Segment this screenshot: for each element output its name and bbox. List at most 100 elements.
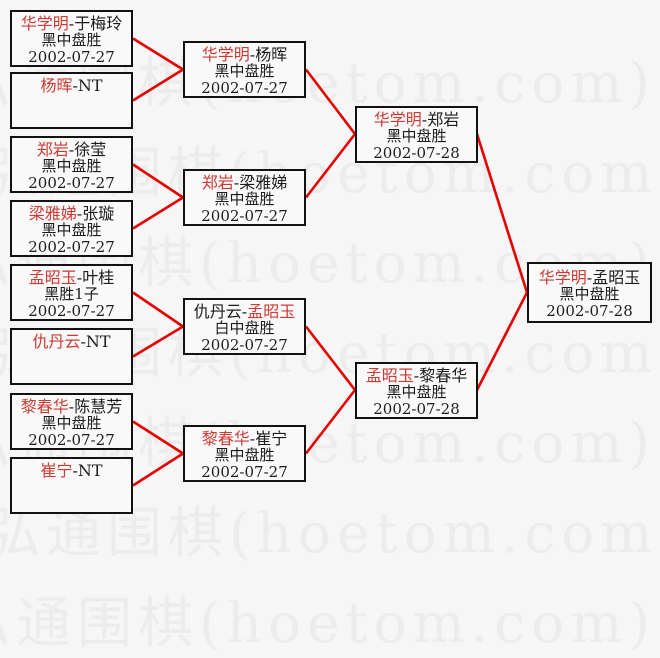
connector-line [475,291,529,391]
match-box-r1-4: 梁雅娣-张璇 黑中盘胜 2002-07-27 [10,200,133,257]
match-players: 崔宁-NT [12,462,131,479]
players-separator: - [241,302,248,321]
players-separator: - [80,332,86,351]
match-date: 2002-07-27 [201,79,288,97]
match-box-r1-7: 黎春华-陈慧芳 黑中盘胜 2002-07-27 [10,393,133,450]
players-separator: - [72,461,78,480]
match-date: 2002-07-28 [546,302,633,320]
match-result: 黑中盘胜 [214,62,275,80]
connector-line [132,68,184,102]
match-box-r1-6: 仇丹云-NT [10,328,133,385]
connector-line [132,420,184,455]
player1-name: 华学明 [201,45,250,64]
match-box-r1-8: 崔宁-NT [10,457,133,514]
player2-name: 于梅玲 [74,14,123,33]
players-separator: - [68,140,75,159]
match-players: 仇丹云-NT [12,333,131,350]
match-box-r1-1: 华学明-于梅玲 黑中盘胜 2002-07-27 [10,10,133,67]
match-players: 郑岩-徐莹 [12,141,131,158]
players-separator: - [76,204,83,223]
match-result: 黑中盘胜 [214,190,275,208]
player2-name: 叶桂 [82,268,115,287]
match-players: 梁雅娣-张璇 [12,205,131,222]
player2-name: 孟昭玉 [247,302,296,321]
match-players: 华学明-杨晖 [185,46,304,63]
match-date: 2002-07-27 [28,238,115,256]
connector-line [132,291,184,328]
player1-name: 郑岩 [201,173,234,192]
match-date: 2002-07-27 [28,48,115,66]
players-separator: - [72,76,78,95]
match-players: 华学明-于梅玲 [12,15,131,32]
match-box-final: 华学明-孟昭玉 黑中盘胜 2002-07-28 [527,262,652,323]
match-date: 2002-07-27 [201,207,288,225]
connector-line [132,37,184,71]
match-result: 黑中盘胜 [214,446,275,464]
player1-name: 孟昭玉 [28,268,77,287]
connector-line [304,133,357,199]
match-result: 黑中盘胜 [41,414,102,432]
player2-name: 徐莹 [74,140,107,159]
player2-name: NT [85,332,111,351]
connector-line [132,196,184,230]
players-separator: - [421,110,428,129]
match-box-r1-3: 郑岩-徐莹 黑中盘胜 2002-07-27 [10,136,133,193]
match-box-r1-5: 孟昭玉-叶桂 黑胜1子 2002-07-27 [10,264,133,321]
players-separator: - [249,429,256,448]
connector-line [132,325,184,358]
player1-name: 仇丹云 [32,332,81,351]
player2-name: 杨晖 [255,45,288,64]
player2-name: 张璇 [82,204,115,223]
player1-name: 黎春华 [20,397,69,416]
connector-line [304,68,357,135]
player2-name: 郑岩 [427,110,460,129]
player1-name: 崔宁 [40,461,73,480]
player1-name: 郑岩 [36,140,69,159]
players-separator: - [68,397,75,416]
player2-name: NT [77,76,103,95]
match-result: 黑中盘胜 [559,285,620,303]
match-box-sf-2: 孟昭玉-黎春华 黑中盘胜 2002-07-28 [355,362,478,419]
match-box-r2-2: 郑岩-梁雅娣 黑中盘胜 2002-07-27 [183,169,306,226]
player1-name: 华学明 [20,14,69,33]
watermark-text: 弘通围棋(hoetom.com) [0,591,656,655]
match-result: 黑中盘胜 [41,31,102,49]
players-separator: - [249,45,256,64]
match-result: 黑中盘胜 [386,383,447,401]
match-players: 孟昭玉-叶桂 [12,269,131,286]
match-players: 孟昭玉-黎春华 [357,367,476,384]
player1-name: 仇丹云 [193,302,242,321]
player2-name: 孟昭玉 [592,268,641,287]
player1-name: 华学明 [373,110,422,129]
match-players: 华学明-孟昭玉 [529,269,650,286]
match-players: 杨晖-NT [12,77,131,94]
player2-name: 陈慧芳 [74,397,123,416]
match-box-r2-4: 黎春华-崔宁 黑中盘胜 2002-07-27 [183,425,306,482]
connector-line [304,325,357,391]
player1-name: 华学明 [538,268,587,287]
match-box-r2-1: 华学明-杨晖 黑中盘胜 2002-07-27 [183,41,306,98]
players-separator: - [413,366,420,385]
match-players: 华学明-郑岩 [357,111,476,128]
player1-name: 黎春华 [201,429,250,448]
match-date: 2002-07-27 [28,302,115,320]
players-separator: - [233,173,240,192]
match-box-r2-3: 仇丹云-孟昭玉 白中盘胜 2002-07-27 [183,298,306,355]
match-result: 黑中盘胜 [386,127,447,145]
match-result: 黑中盘胜 [41,221,102,239]
player1-name: 杨晖 [40,76,73,95]
bracket-connectors [132,37,529,487]
players-separator: - [76,268,83,287]
match-players: 黎春华-崔宁 [185,430,304,447]
match-result: 白中盘胜 [214,319,275,337]
match-result: 黑胜1子 [44,285,99,303]
player2-name: NT [77,461,103,480]
match-date: 2002-07-27 [201,336,288,354]
match-players: 郑岩-梁雅娣 [185,174,304,191]
match-date: 2002-07-27 [28,431,115,449]
match-date: 2002-07-27 [201,463,288,481]
match-result: 黑中盘胜 [41,157,102,175]
match-players: 仇丹云-孟昭玉 [185,303,304,320]
match-players: 黎春华-陈慧芳 [12,398,131,415]
connector-line [132,452,184,487]
